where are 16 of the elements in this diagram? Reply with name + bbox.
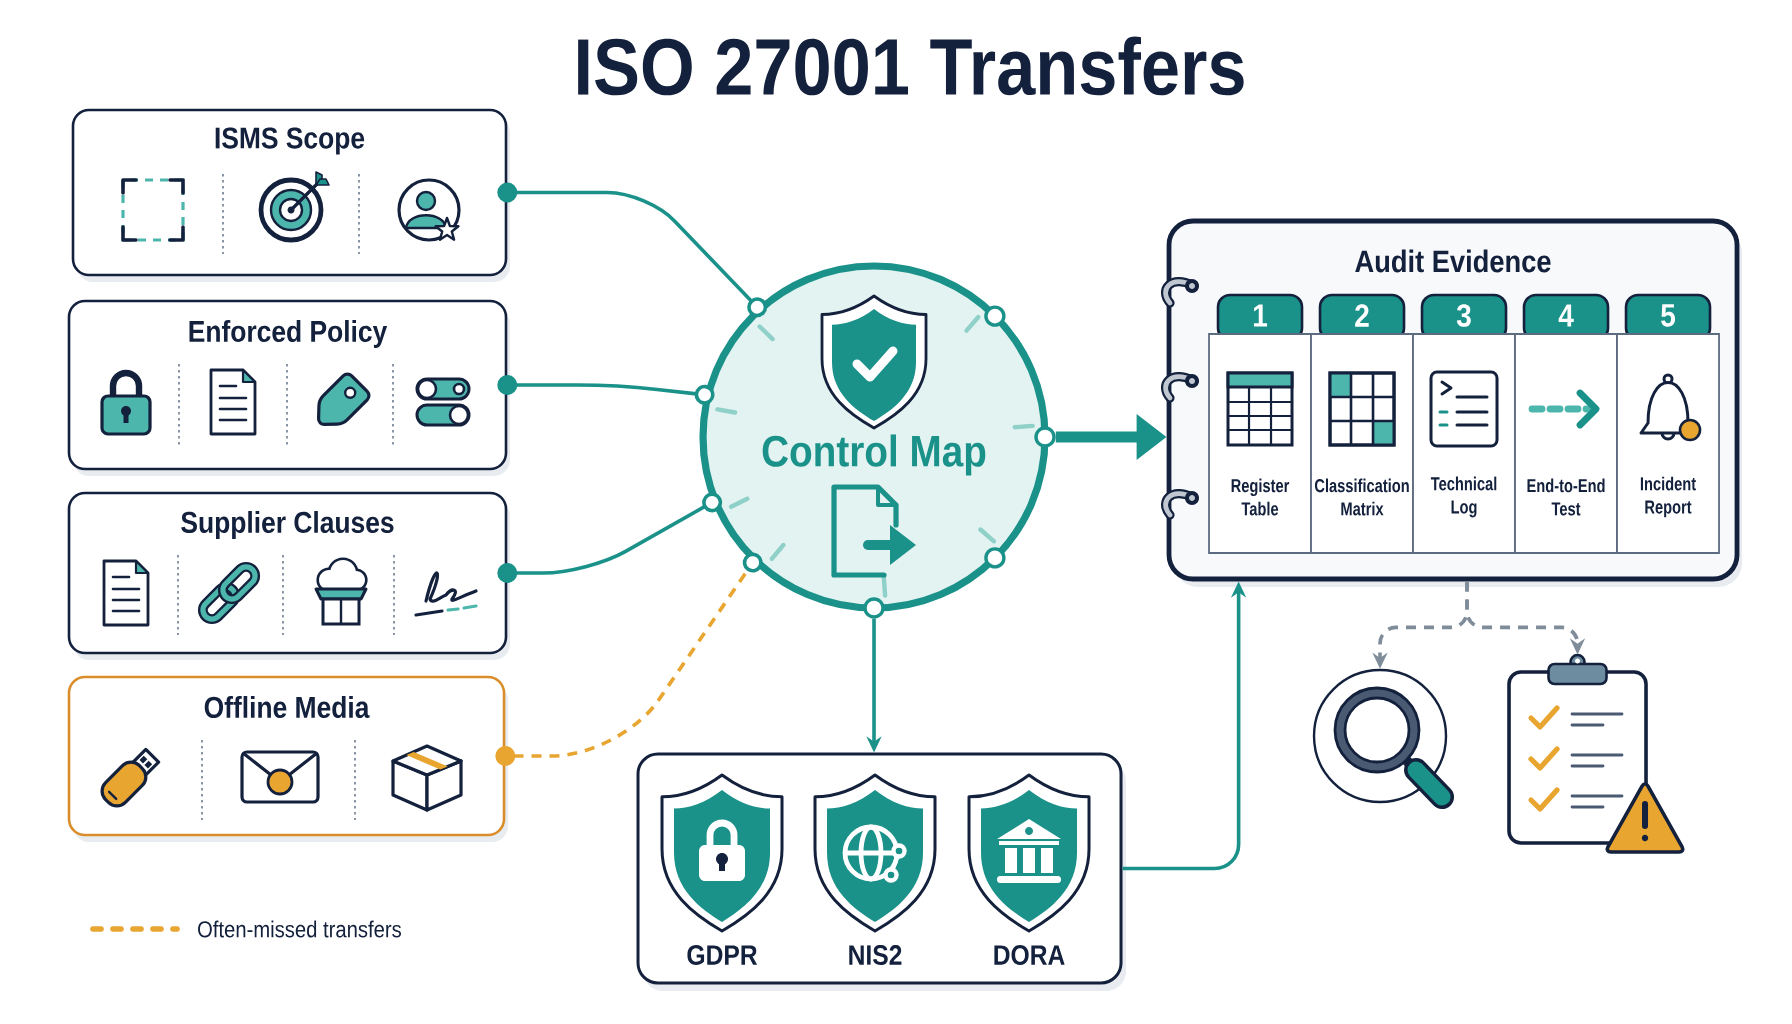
connector-line	[495, 552, 763, 766]
connector-line	[497, 492, 723, 583]
node-label: 2	[1355, 304, 1369, 327]
panel-box: ISMS Scope	[71, 108, 510, 282]
node-label: 5	[1661, 304, 1676, 327]
connector-line	[497, 375, 715, 405]
node-label: 1	[1253, 304, 1268, 327]
node-label: 4	[1558, 304, 1574, 327]
clipboard-icon	[1507, 653, 1685, 854]
title: ISO 27001 Transfers	[578, 36, 1244, 96]
tabbed-card: 4 End-to-End Test	[1514, 293, 1618, 554]
tabbed-card: 5 Incident Report	[1616, 293, 1720, 554]
legend-text: Often-missed transfers	[198, 920, 401, 938]
connector-line	[497, 182, 768, 318]
magnifier-icon	[1312, 668, 1454, 809]
node-label: 3	[1456, 304, 1471, 327]
